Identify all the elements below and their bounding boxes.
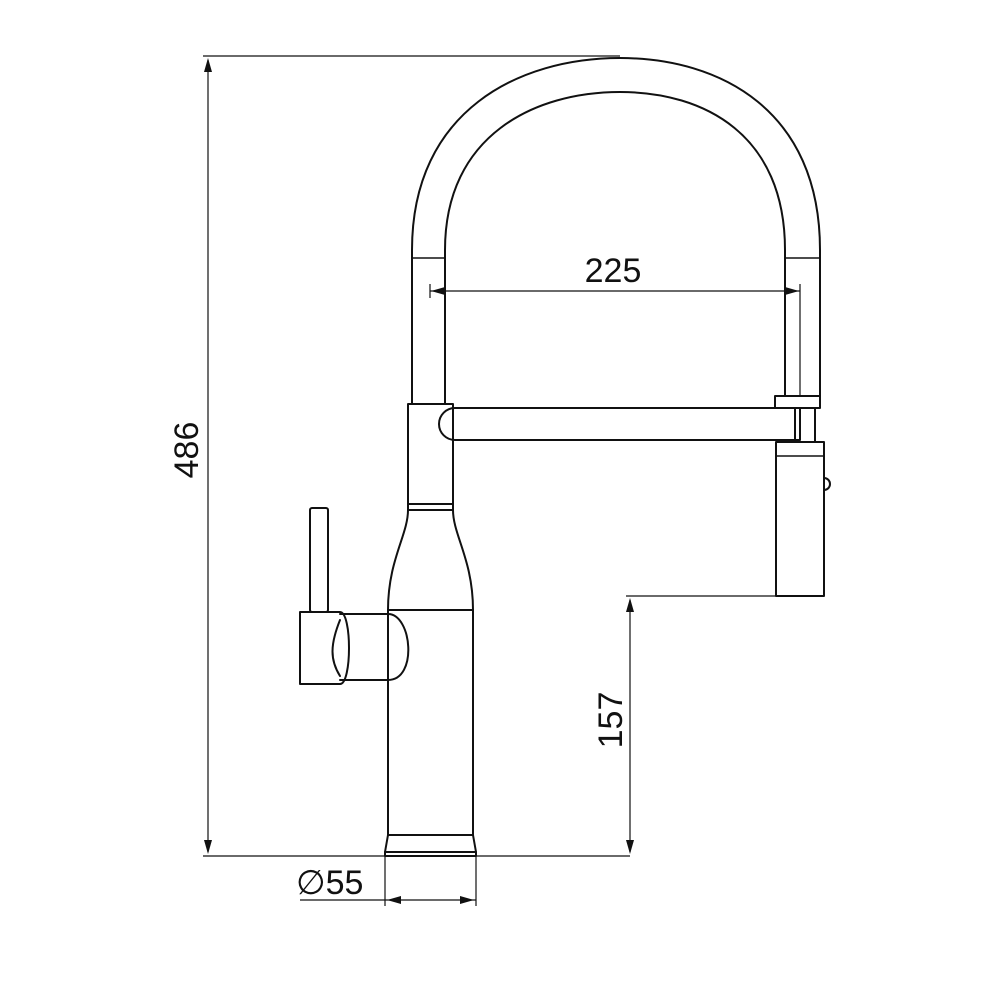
height-label: 486 [168, 422, 206, 479]
reach-arrow-right [785, 287, 799, 295]
reach-label: 225 [585, 252, 642, 290]
handle-cap-inner [331, 619, 341, 677]
reach-arrow-left [431, 287, 445, 295]
height-arrow-bottom [204, 840, 212, 854]
lower-body [387, 609, 474, 836]
spray-head-neck [794, 407, 816, 443]
spray-head-collar [774, 395, 821, 409]
column-ring [407, 503, 454, 511]
dimension-outlet-height: 157 [592, 595, 824, 854]
diameter-arrow-left [387, 896, 401, 904]
outlet-arrow-bottom [626, 840, 634, 854]
tapered-body [387, 509, 474, 611]
diameter-arrow-right [460, 896, 474, 904]
handle-lever [309, 507, 329, 613]
spout-arm [438, 407, 801, 441]
outlet-arrow-top [626, 598, 634, 612]
dimension-base-diameter: ∅55 [296, 856, 477, 906]
upper-column [407, 403, 454, 505]
faucet-outline [299, 57, 831, 857]
diameter-label: ∅55 [296, 864, 363, 902]
gooseneck-outer [411, 57, 821, 405]
gooseneck-inner [444, 91, 786, 405]
handle-cap [339, 613, 410, 681]
base-collar [384, 834, 477, 853]
outlet-height-label: 157 [592, 692, 630, 749]
dimension-reach: 225 [429, 252, 801, 396]
height-arrow-top [204, 58, 212, 72]
spray-head-button [823, 477, 831, 491]
spray-head-body [775, 441, 825, 597]
handle-block [299, 611, 350, 685]
dimension-height: 486 [168, 55, 630, 857]
